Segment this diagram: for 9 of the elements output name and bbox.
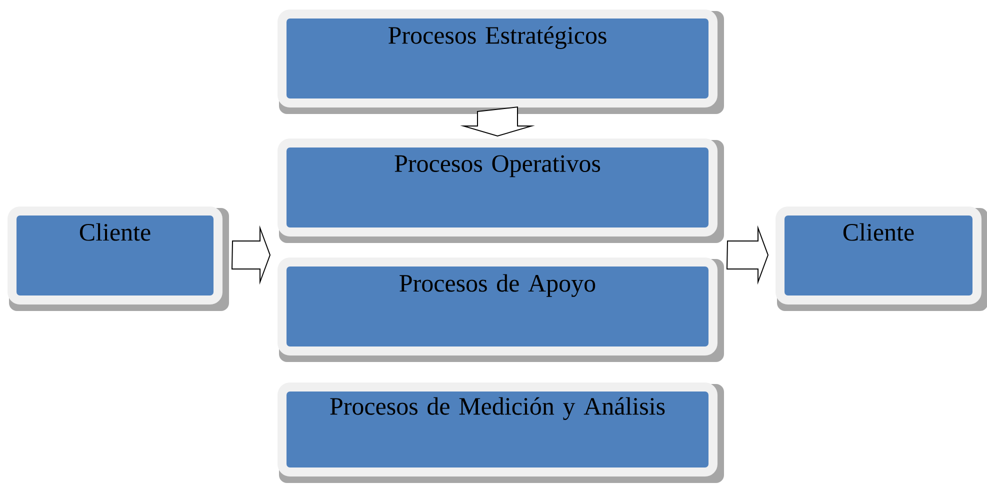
block-arrow <box>726 225 769 285</box>
process-box: Procesos de Apoyo <box>278 258 724 362</box>
process-box: Procesos Estratégicos <box>278 10 724 114</box>
block-arrow <box>460 106 535 137</box>
process-box: Procesos de Medición y Análisis <box>278 382 724 483</box>
process-box: Procesos Operativos <box>278 138 724 243</box>
block-arrow <box>232 225 271 285</box>
process-box: Cliente <box>776 206 987 311</box>
process-box: Cliente <box>8 206 230 311</box>
